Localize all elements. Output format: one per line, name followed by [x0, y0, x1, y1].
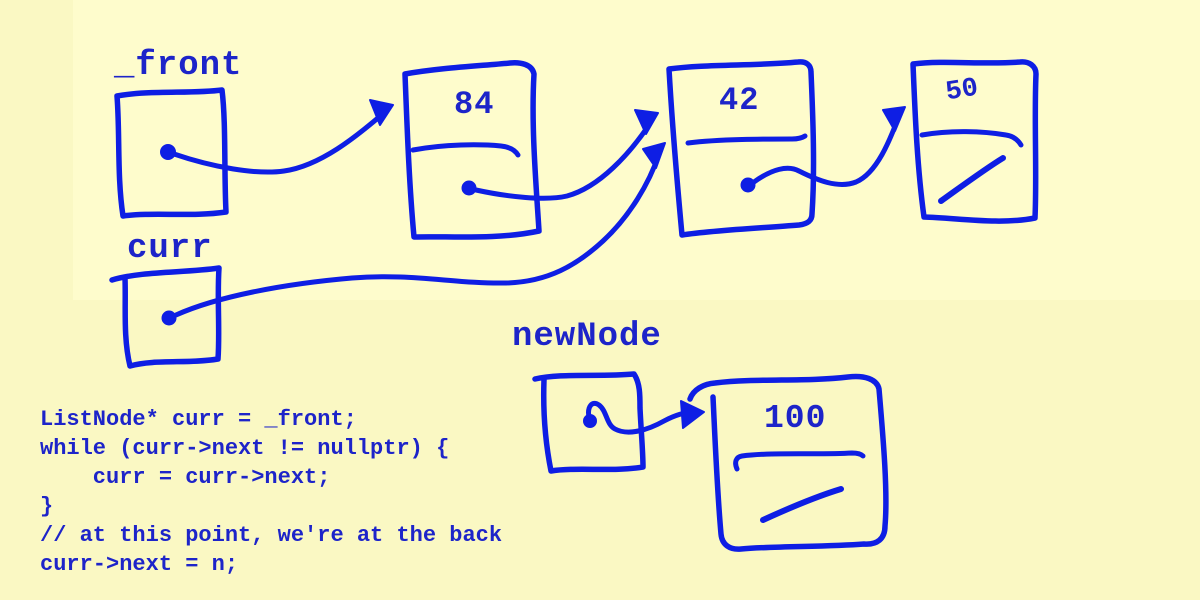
- node42-divider: [685, 133, 808, 146]
- code-line: ListNode* curr = _front;: [40, 407, 357, 432]
- curr-pointer-dot: [161, 310, 177, 326]
- code-line: }: [40, 494, 54, 519]
- front-arrowhead-icon: [369, 99, 394, 126]
- newnode-box: [532, 371, 646, 474]
- node50-value: 50: [943, 73, 981, 109]
- front-label: _front: [114, 47, 243, 85]
- node50-box: [910, 59, 1039, 224]
- curr-arrow: [173, 151, 662, 318]
- node84-divider: [410, 142, 521, 158]
- node42-pointer-dot: [740, 177, 756, 193]
- curr-box: [109, 265, 222, 369]
- curr-label: curr: [127, 230, 213, 268]
- node100-divider: [733, 450, 866, 472]
- node42-value: 42: [719, 82, 760, 119]
- node84-pointer-dot: [461, 180, 477, 196]
- node100-null-slash: [760, 486, 844, 523]
- code-block: ListNode* curr = _front; while (curr->ne…: [40, 405, 502, 579]
- node42-next-arrow: [751, 113, 902, 187]
- node100-box: [687, 373, 889, 552]
- code-line: curr = curr->next;: [40, 465, 331, 490]
- code-line: while (curr->next != nullptr) {: [40, 436, 450, 461]
- node50-null-slash: [938, 155, 1006, 204]
- newnode-arrowhead-icon: [680, 400, 705, 429]
- node84-arrowhead-icon: [634, 109, 659, 135]
- node84-box: [402, 60, 542, 240]
- node42-arrowhead-icon: [882, 106, 906, 132]
- newnode-arrow: [586, 400, 698, 435]
- node42-box: [666, 59, 817, 238]
- node84-next-arrow: [473, 122, 652, 201]
- newnode-label: newNode: [512, 318, 662, 356]
- node100-value: 100: [764, 400, 827, 437]
- node50-divider: [919, 129, 1024, 148]
- code-line: curr->next = n;: [40, 552, 239, 577]
- front-box: [114, 87, 229, 219]
- code-line: // at this point, we're at the back: [40, 523, 503, 548]
- curr-arrowhead-icon: [642, 142, 666, 169]
- front-next-arrow: [171, 109, 388, 175]
- node84-value: 84: [454, 86, 495, 123]
- canvas-highlight-region: [73, 0, 1200, 300]
